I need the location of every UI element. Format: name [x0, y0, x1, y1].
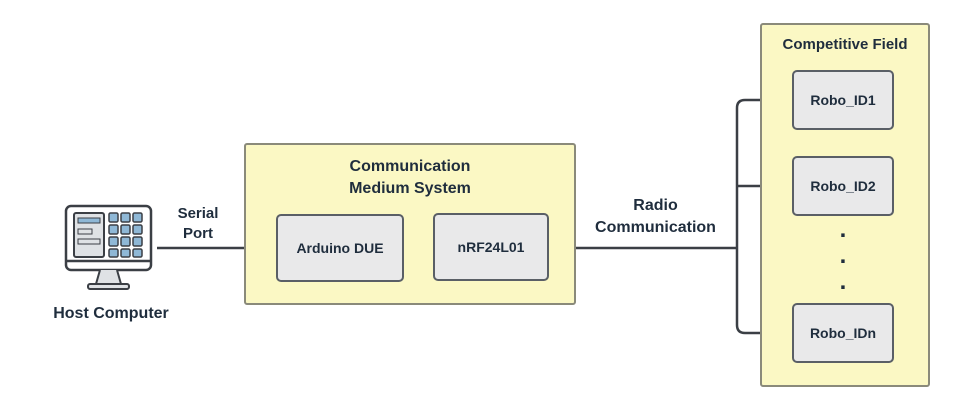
nrf24l01-block: nRF24L01 — [433, 213, 549, 281]
ellipsis-dot-2: . — [839, 242, 847, 269]
nrf24l01-label: nRF24L01 — [457, 239, 525, 255]
radio-label-line1: Radio — [633, 197, 678, 214]
robo-id1-label: Robo_ID1 — [810, 92, 876, 108]
host-computer-label: Host Computer — [53, 305, 169, 322]
medium-title-line1: Communication — [349, 158, 471, 175]
robo-id2-label: Robo_ID2 — [810, 178, 876, 194]
radio-trunk — [735, 98, 746, 335]
ellipsis-dot-1: . — [839, 216, 847, 243]
medium-system-title: Communication Medium System — [244, 156, 576, 200]
arduino-due-block: Arduino DUE — [276, 214, 404, 282]
radio-label-line2: Communication — [595, 219, 716, 236]
medium-title-line2: Medium System — [349, 180, 471, 197]
competitive-field-title: Competitive Field — [782, 36, 908, 53]
radio-communication-label: Radio Communication — [578, 195, 733, 239]
serial-port-label-line2: Port — [183, 225, 213, 242]
robo-id2-block: Robo_ID2 — [792, 156, 894, 216]
ellipsis-dot-3: . — [839, 268, 847, 295]
serial-port-label: Serial Port — [160, 204, 236, 244]
robo-idn-block: Robo_IDn — [792, 303, 894, 363]
arduino-due-label: Arduino DUE — [296, 240, 384, 256]
serial-port-label-line1: Serial — [177, 205, 219, 222]
monitor-icon — [64, 204, 153, 290]
robo-id1-block: Robo_ID1 — [792, 70, 894, 130]
robo-idn-label: Robo_IDn — [809, 325, 877, 341]
